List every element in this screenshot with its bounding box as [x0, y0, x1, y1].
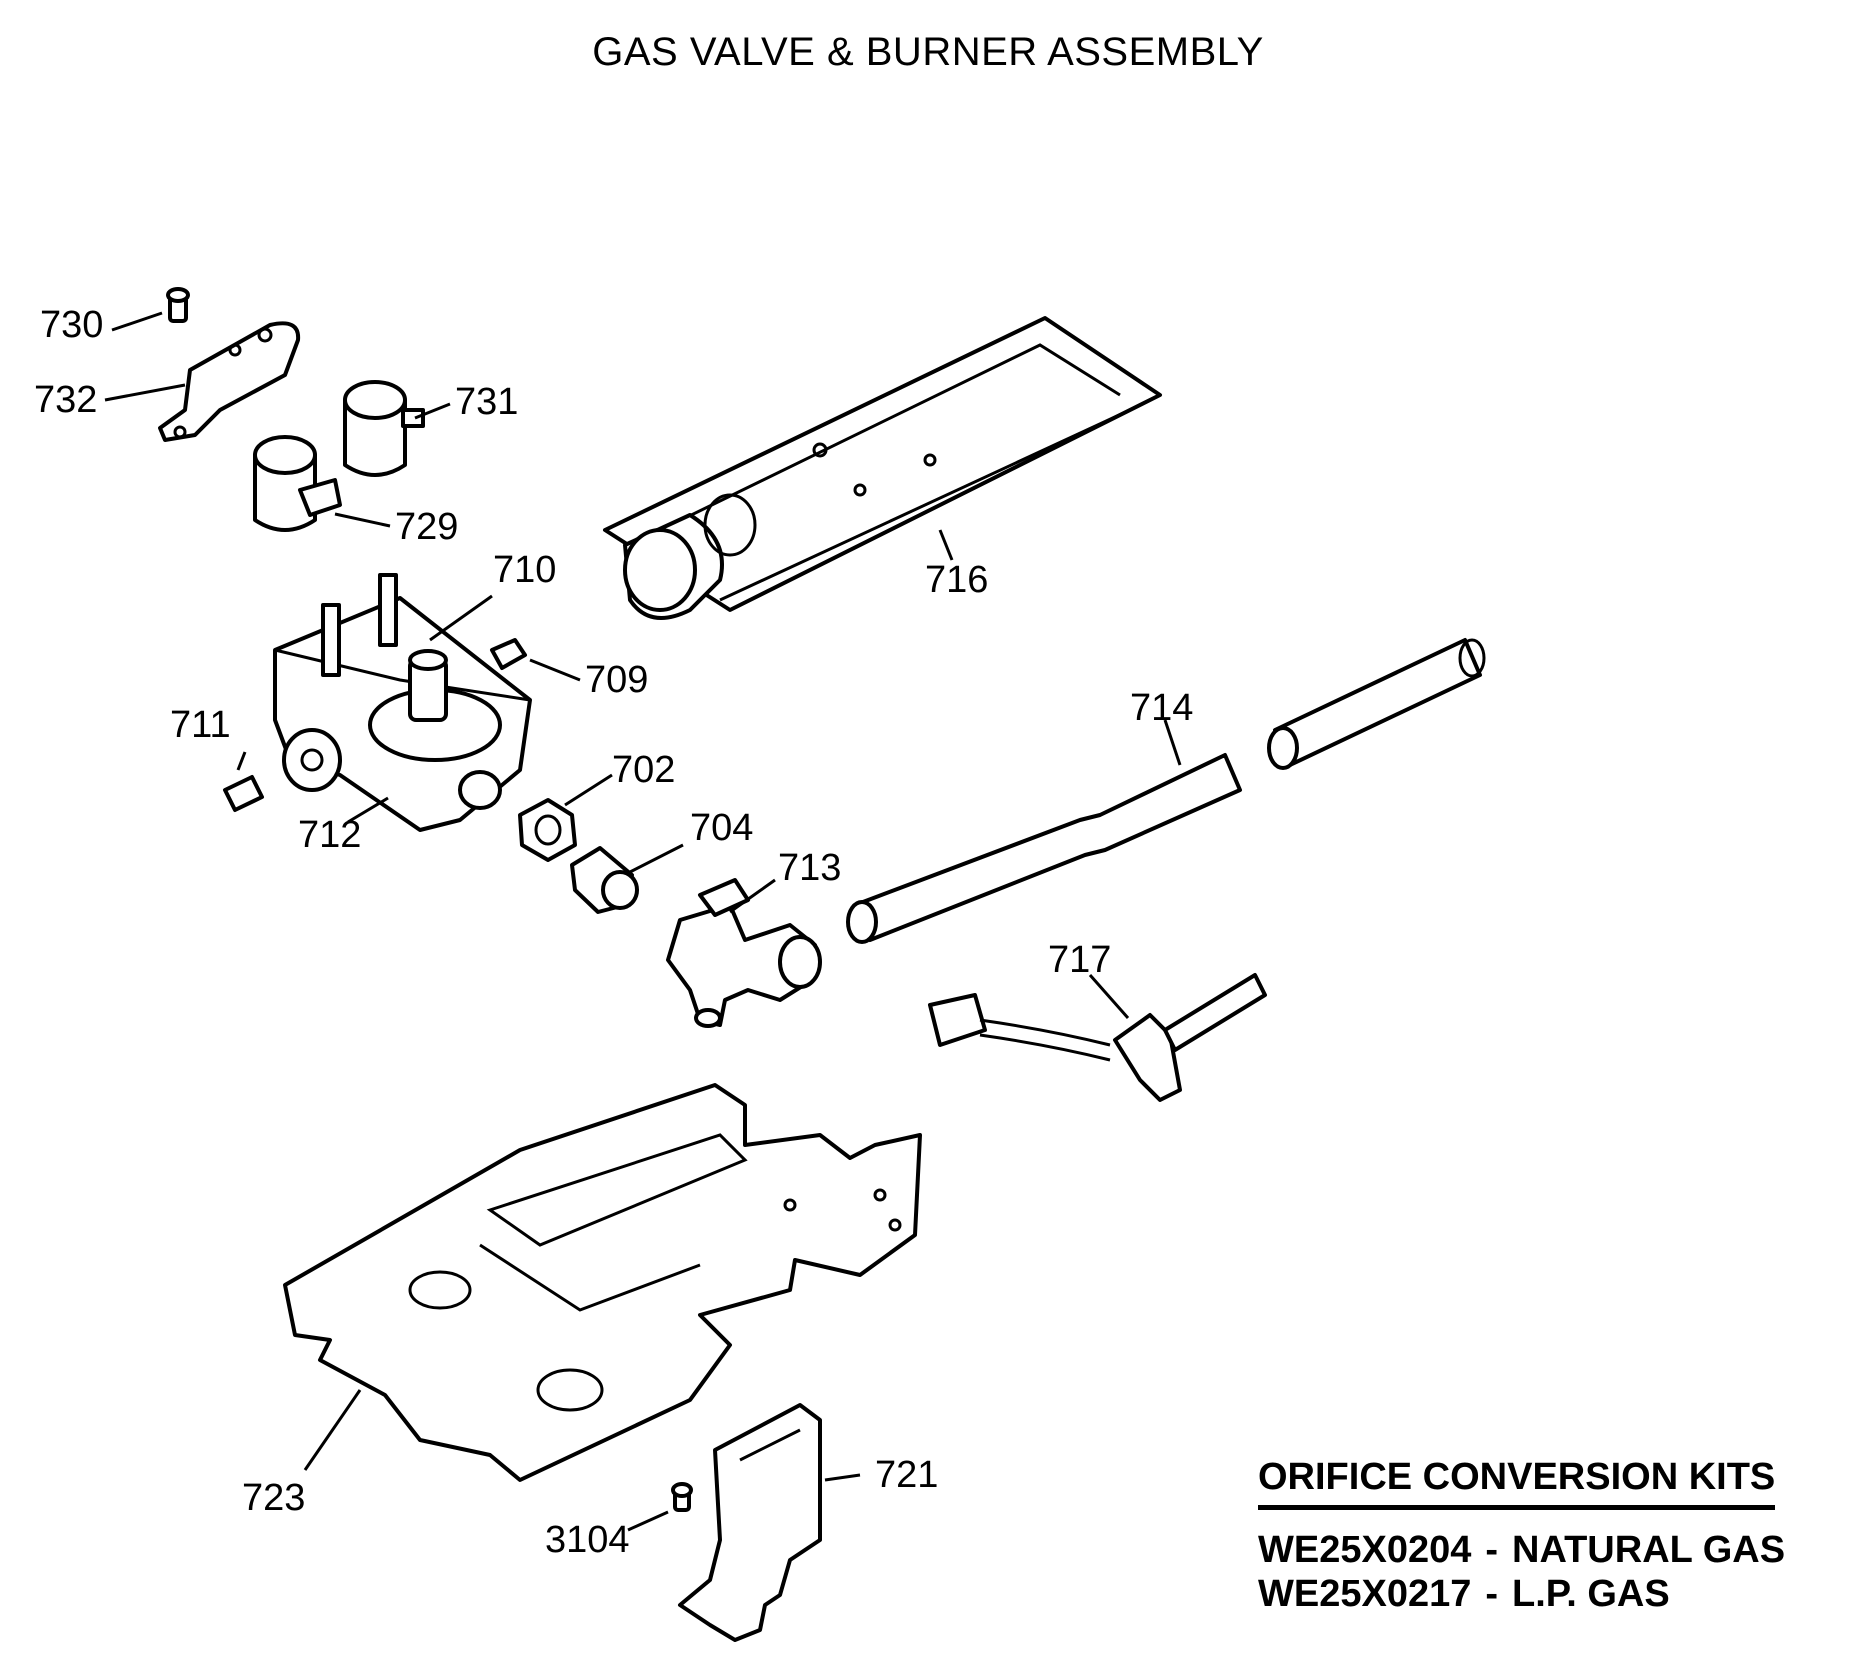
callout-723: 723 — [242, 1477, 306, 1519]
callout-729: 729 — [395, 506, 459, 548]
callout-721: 721 — [875, 1454, 939, 1496]
kit-part-number: WE25X0217 — [1258, 1573, 1472, 1615]
orifice-conversion-kits: ORIFICE CONVERSION KITS WE25X0204-NATURA… — [1258, 1455, 1818, 1616]
callout-714: 714 — [1130, 687, 1194, 729]
callout-717: 717 — [1048, 939, 1112, 981]
kit-part-number: WE25X0204 — [1258, 1529, 1472, 1571]
part-729-coil — [253, 435, 342, 532]
kit-line-natural-gas: WE25X0204-NATURAL GAS — [1258, 1528, 1818, 1572]
callout-713: 713 — [778, 847, 842, 889]
callout-712: 712 — [298, 814, 362, 856]
part-723-base-bracket — [283, 1083, 922, 1482]
part-721-shield — [678, 1403, 822, 1642]
part-716-burner — [603, 316, 1162, 620]
callout-702: 702 — [612, 749, 676, 791]
part-713-shutoff-valve — [666, 878, 822, 1028]
kit-separator: - — [1485, 1573, 1499, 1615]
callout-709: 709 — [585, 659, 649, 701]
callout-leader-lines — [104, 311, 1182, 1532]
callout-711: 711 — [170, 704, 231, 746]
part-3104-screw — [671, 1482, 693, 1512]
callout-730: 730 — [40, 304, 104, 346]
callout-704: 704 — [690, 807, 754, 849]
kit-line-lp-gas: WE25X0217-L.P. GAS — [1258, 1572, 1818, 1616]
callout-731: 731 — [455, 381, 519, 423]
kit-description: L.P. GAS — [1512, 1573, 1670, 1615]
kit-separator: - — [1485, 1529, 1499, 1571]
part-731-coil — [343, 380, 425, 477]
part-710-gas-valve — [273, 573, 532, 832]
part-709-orifice-plug — [490, 638, 527, 670]
part-732-bracket — [158, 321, 301, 442]
part-711-plug — [223, 775, 264, 812]
part-704-fitting — [570, 846, 639, 914]
kits-heading: ORIFICE CONVERSION KITS — [1258, 1455, 1776, 1510]
part-717-igniter — [928, 973, 1267, 1102]
part-714-pipe — [846, 638, 1486, 944]
callout-716: 716 — [925, 559, 989, 601]
diagram-title: GAS VALVE & BURNER ASSEMBLY — [592, 30, 1264, 74]
callout-732: 732 — [34, 379, 98, 421]
callout-3104: 3104 — [545, 1519, 630, 1561]
kit-description: NATURAL GAS — [1512, 1529, 1786, 1571]
part-730-screw — [166, 287, 190, 323]
callout-710: 710 — [493, 549, 557, 591]
part-702-nut — [518, 798, 577, 862]
